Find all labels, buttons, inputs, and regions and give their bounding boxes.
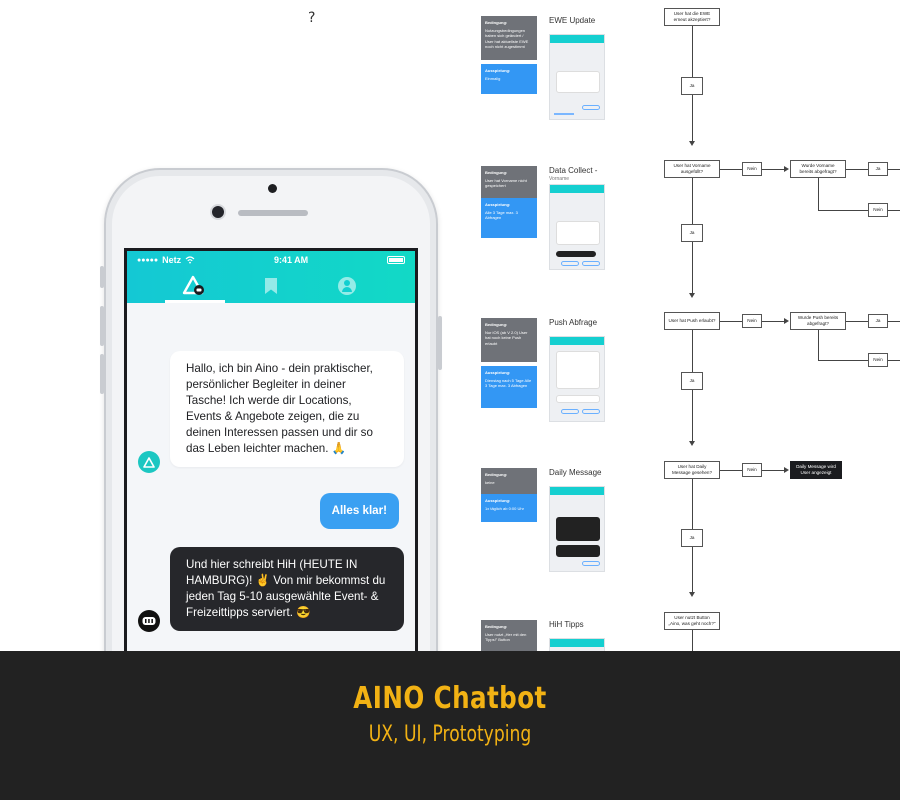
bot-message-intro: Hallo, ich bin Aino - dein praktischer, …	[170, 351, 404, 467]
carrier-name: Netz	[162, 255, 182, 265]
flow-answer-no: Nein	[868, 203, 888, 217]
flow-line	[762, 321, 786, 322]
flow-question-vorname-asked: Wurde Vorname bereits abgefragt?	[790, 160, 846, 178]
project-subtitle: UX, UI, Prototyping	[368, 722, 532, 747]
card-playout: Ausspielung:Dienstag nach 5 Tage Alle 3 …	[481, 366, 537, 408]
aino-triangle-icon	[143, 456, 155, 468]
profile-icon	[338, 277, 356, 295]
flow-arrow	[689, 293, 695, 298]
battery-icon	[387, 256, 405, 264]
card-title: EWE Update	[549, 16, 596, 25]
app-header: ●●●●● Netz 9:41 AM	[127, 251, 415, 303]
flow-line	[888, 210, 900, 211]
flow-answer-yes: Ja	[681, 224, 703, 242]
flow-arrow	[784, 166, 789, 172]
hih-avatar	[138, 610, 160, 632]
footer-banner: AINO Chatbot UX, UI, Prototyping	[0, 651, 900, 800]
phone-speaker	[238, 210, 308, 216]
flow-answer-yes: Ja	[868, 314, 888, 328]
aino-logo-icon	[182, 275, 204, 295]
flow-arrow	[784, 467, 789, 473]
flow-arrow	[689, 592, 695, 597]
mini-screen	[549, 34, 605, 120]
flow-line	[720, 321, 742, 322]
flow-line	[888, 321, 900, 322]
flow-answer-yes: Ja	[681, 372, 703, 390]
mini-screen	[549, 336, 605, 422]
flow-answer-no: Nein	[742, 162, 762, 176]
phone-volume-down	[100, 354, 104, 394]
card-ewe-update: Bedingung:Nutzungsbedingungen haben sich…	[481, 16, 605, 122]
card-title: HiH Tipps	[549, 620, 584, 629]
tab-bookmarks[interactable]	[241, 269, 301, 303]
phone-volume-up	[100, 306, 104, 346]
flow-question-push-asked: Wurde Push bereits abgefragt?	[790, 312, 846, 330]
flow-line	[818, 330, 819, 360]
hih-logo-icon	[142, 617, 156, 625]
status-bar: ●●●●● Netz 9:41 AM	[127, 251, 415, 269]
flow-line	[762, 169, 786, 170]
stray-question-mark: ?	[308, 10, 316, 26]
flow-answer-no: Nein	[742, 314, 762, 328]
chat-thread: Hallo, ich bin Aino - dein praktischer, …	[127, 303, 415, 660]
aino-avatar	[138, 451, 160, 473]
card-condition: Bedingung:Nur iOS (ab V 2.0) User hat no…	[481, 318, 537, 362]
flow-question-vorname: User hat Vorname ausgefüllt?	[664, 160, 720, 178]
card-subtitle: Vorname	[549, 176, 570, 182]
phone-mockup: ●●●●● Netz 9:41 AM	[100, 168, 442, 728]
tab-profile[interactable]	[317, 269, 377, 303]
flow-arrow	[689, 141, 695, 146]
flow-line	[888, 169, 900, 170]
card-condition: Bedingung:Nutzungsbedingungen haben sich…	[481, 16, 537, 60]
flow-line	[888, 360, 900, 361]
phone-mute-switch	[100, 266, 104, 288]
status-time: 9:41 AM	[273, 255, 309, 265]
card-push-abfrage: Bedingung:Nur iOS (ab V 2.0) User hat no…	[481, 318, 605, 424]
phone-screen: ●●●●● Netz 9:41 AM	[124, 248, 418, 660]
flow-answer-yes: Ja	[681, 529, 703, 547]
phone-power-button	[438, 316, 442, 370]
card-playout: Ausspielung:Einmalig	[481, 64, 537, 94]
user-message: Alles klar!	[319, 493, 399, 529]
flow-line	[818, 360, 868, 361]
flow-question-push: User hat Push erlaubt?	[664, 312, 720, 330]
signal-icon: ●●●●●	[137, 256, 159, 264]
flow-line	[692, 630, 693, 651]
flow-question-ewe: User hat die EWE erneut akzeptiert?	[664, 8, 720, 26]
flow-arrow	[784, 318, 789, 324]
tab-chat[interactable]	[165, 269, 225, 303]
phone-camera	[212, 206, 224, 218]
flow-answer-no: Nein	[868, 353, 888, 367]
flow-line	[720, 169, 742, 170]
card-title: Daily Message	[549, 468, 602, 477]
flow-question-button: User nutzt Button „Aino, was geht noch?"	[664, 612, 720, 630]
mini-screen	[549, 184, 605, 270]
flow-line	[818, 210, 868, 211]
card-data-collect: Bedingung:User hat Vorname nicht gespeic…	[481, 166, 605, 272]
wifi-icon	[185, 256, 195, 264]
flow-line	[846, 321, 868, 322]
flow-line	[818, 178, 819, 210]
flow-line	[846, 169, 868, 170]
hih-message: Und hier schreibt HiH (HEUTE IN HAMBURG)…	[170, 547, 404, 631]
card-daily-message: Bedingung:keine Ausspielung:1x täglich a…	[481, 468, 605, 574]
card-title: Push Abfrage	[549, 318, 598, 327]
flow-action-daily-shown: Daily Message wird User angezeigt	[790, 461, 842, 479]
card-title: Data Collect -	[549, 166, 598, 175]
flow-line	[762, 470, 786, 471]
mini-screen	[549, 486, 605, 572]
flow-question-daily: User hat Daily Message gesehen?	[664, 461, 720, 479]
project-title: AINO Chatbot	[353, 681, 547, 716]
flow-answer-yes: Ja	[681, 77, 703, 95]
flow-line	[720, 470, 742, 471]
card-playout: Ausspielung:Alle 3 Tage max. 3 Abfragen	[481, 198, 537, 238]
flow-answer-no: Nein	[742, 463, 762, 477]
phone-sensor	[268, 184, 277, 193]
card-playout: Ausspielung:1x täglich ab 0:00 Uhr	[481, 494, 537, 522]
flow-answer-yes: Ja	[868, 162, 888, 176]
bookmark-icon	[265, 278, 277, 294]
flow-arrow	[689, 441, 695, 446]
tab-bar	[127, 269, 415, 303]
